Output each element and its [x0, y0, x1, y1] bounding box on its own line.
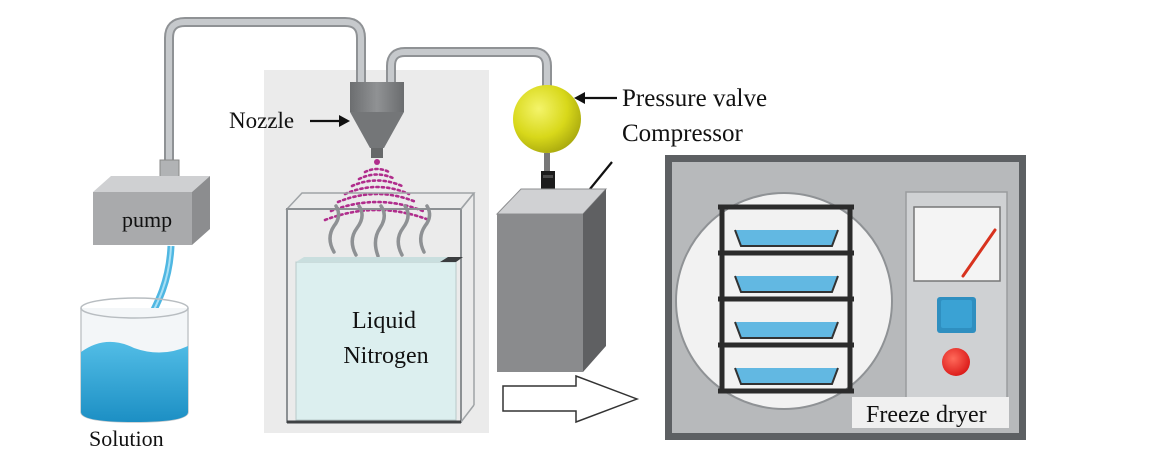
liquid-nitrogen-fill — [295, 261, 457, 421]
solution-label: Solution — [89, 426, 164, 451]
gauge-icon — [913, 206, 1001, 282]
pointer-arrows — [310, 92, 617, 190]
freeze-dryer-icon — [665, 155, 1026, 440]
dryer-indicator-light — [942, 348, 970, 376]
nozzle-label: Nozzle — [229, 108, 295, 133]
beaker-icon — [80, 297, 189, 423]
dryer-shelves — [718, 204, 854, 394]
dryer-start-button — [937, 297, 976, 333]
pressure-valve-icon — [513, 85, 581, 171]
right-arrow-icon — [502, 374, 640, 424]
pump-label: pump — [122, 207, 173, 232]
spray-droplets — [323, 167, 431, 222]
liquid-nitrogen-label-line1: Liquid — [352, 308, 416, 334]
compressor-label: Compressor — [622, 120, 743, 147]
freeze-dryer-label-plate — [852, 397, 1009, 428]
freeze-dryer-label: Freeze dryer — [866, 402, 987, 428]
liquid-nitrogen-label-line2: Nitrogen — [343, 343, 429, 369]
liquid-nitrogen-container-icon — [285, 192, 476, 424]
vapor-curls — [328, 204, 432, 258]
pump-icon — [93, 159, 210, 245]
dryer-trays — [734, 229, 839, 385]
nozzle-icon — [350, 82, 404, 165]
compressor-icon — [495, 171, 608, 372]
pressure-valve-label: Pressure valve — [622, 85, 768, 112]
